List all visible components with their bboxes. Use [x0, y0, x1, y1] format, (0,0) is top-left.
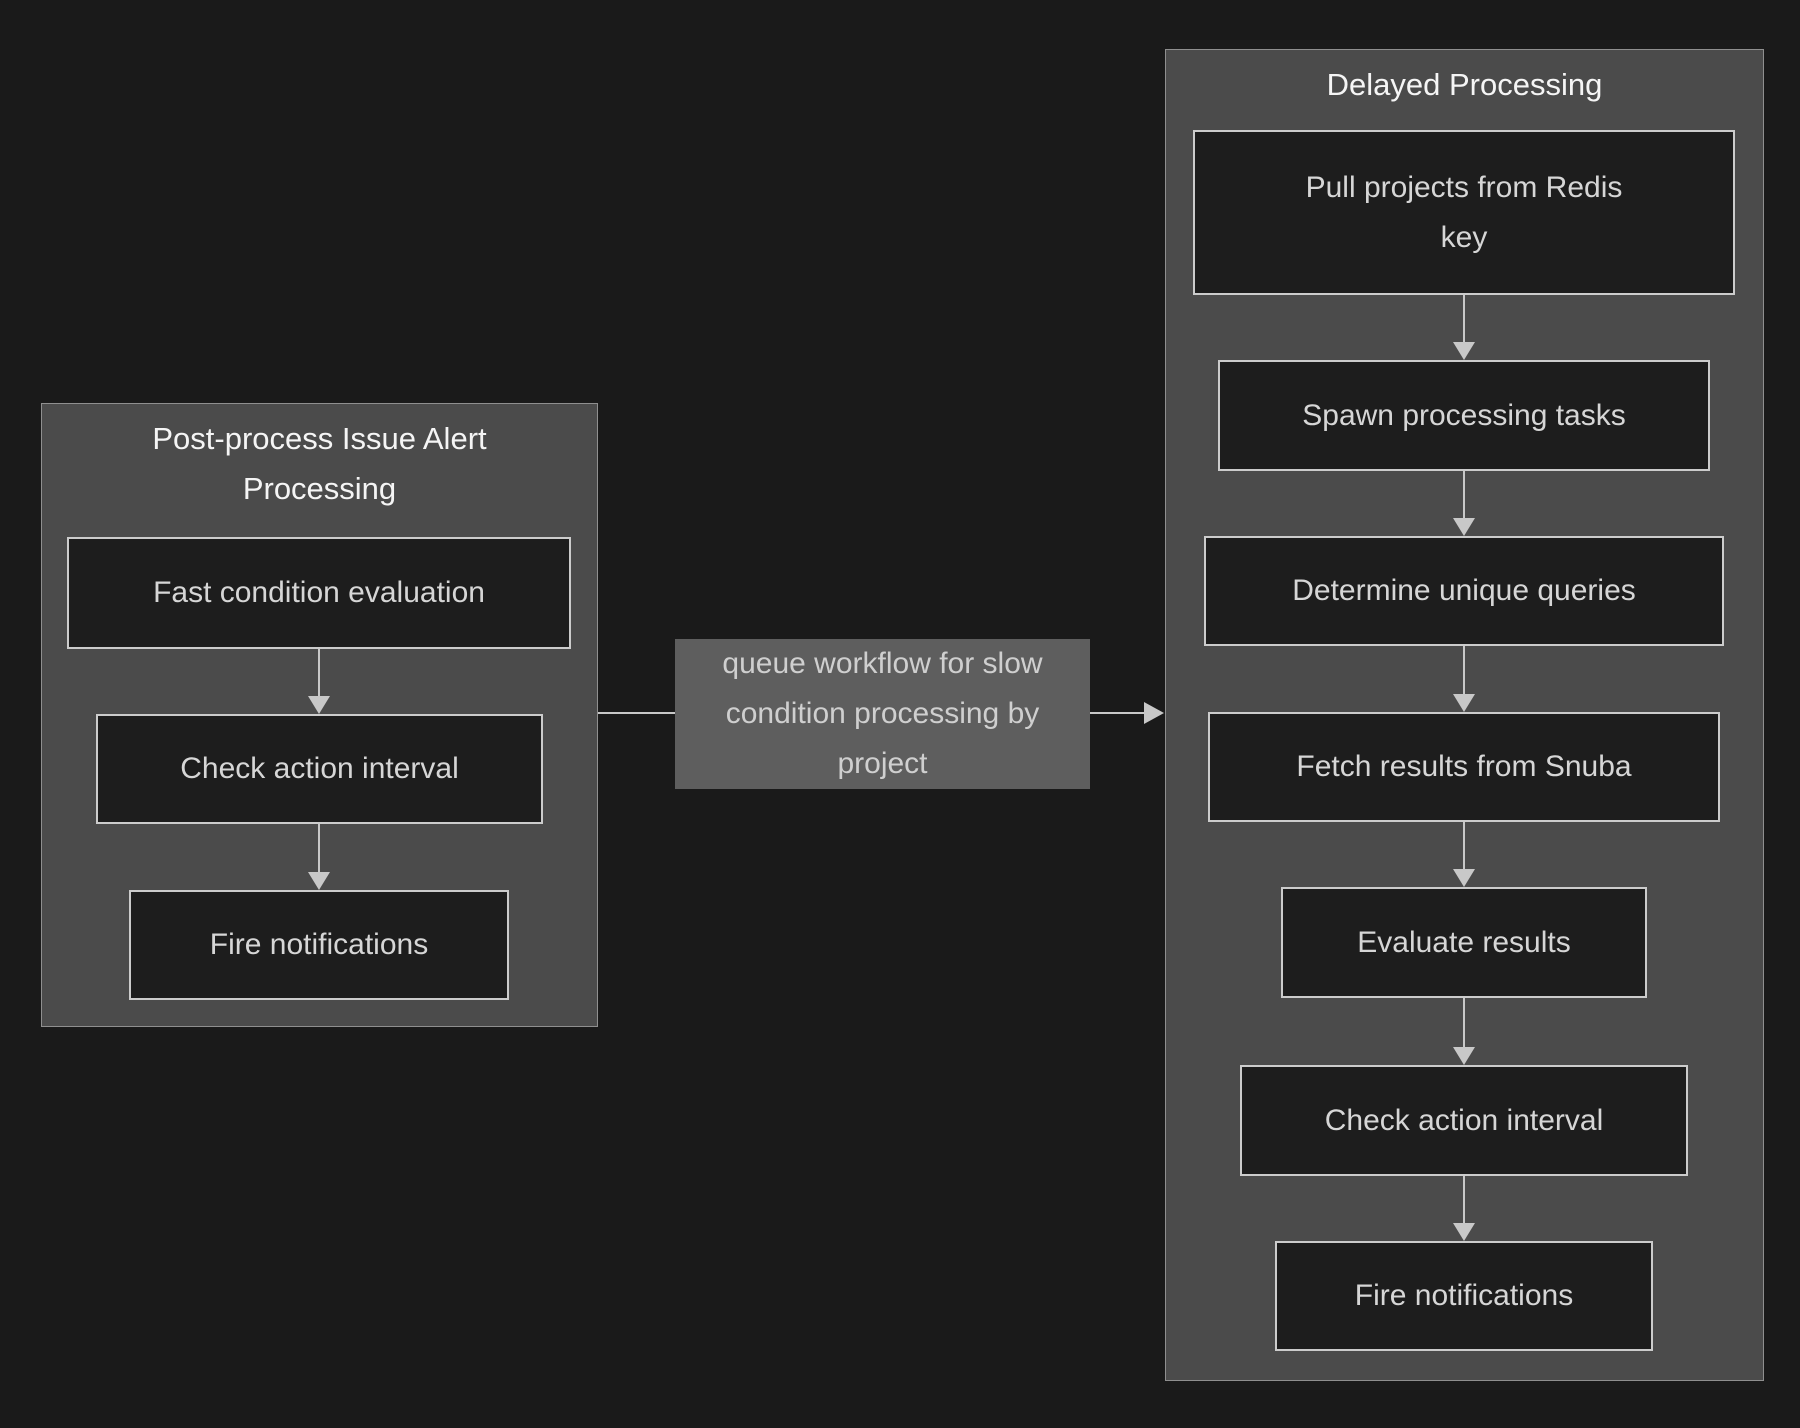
node-label: Determine unique queries	[1292, 574, 1636, 607]
edge-line	[1463, 822, 1465, 869]
cluster-title-delayed-processing: Delayed Processing	[1166, 60, 1763, 110]
edge-line	[1463, 295, 1465, 342]
arrowhead-down-icon	[1453, 342, 1475, 360]
arrowhead-down-icon	[1453, 694, 1475, 712]
edge-line	[1463, 1176, 1465, 1223]
node-label: Pull projects from Redis key	[1305, 170, 1623, 254]
arrowhead-down-icon	[1453, 1047, 1475, 1065]
arrowhead-down-icon	[308, 872, 330, 890]
node-label: Fire notifications	[209, 928, 429, 961]
arrowhead-down-icon	[1453, 518, 1475, 536]
node-label: Check action interval	[180, 752, 459, 785]
arrowhead-down-icon	[308, 696, 330, 714]
edge-label: queue workflow for slow condition proces…	[675, 639, 1090, 789]
arrowhead-down-icon	[1453, 869, 1475, 887]
node-fast-condition-evaluation: Fast condition evaluation	[67, 537, 571, 649]
cluster-title-post-process: Post-process Issue Alert Processing	[42, 414, 597, 514]
node-label: Fire notifications	[1354, 1279, 1574, 1312]
arrowhead-down-icon	[1453, 1223, 1475, 1241]
edge-line	[1463, 471, 1465, 518]
node-label: Fetch results from Snuba	[1296, 750, 1632, 783]
edge-line	[318, 649, 320, 696]
node-label: Fast condition evaluation	[153, 576, 485, 609]
node-label: Check action interval	[1324, 1103, 1604, 1137]
edge-label-text: queue workflow for slow condition proces…	[722, 647, 1043, 780]
node-fire-notifications-right: Fire notifications	[1275, 1241, 1653, 1351]
node-fire-notifications-left: Fire notifications	[129, 890, 509, 1000]
node-evaluate-results: Evaluate results	[1281, 887, 1647, 998]
cluster-title-text: Delayed Processing	[1326, 67, 1603, 102]
node-determine-unique-queries: Determine unique queries	[1204, 536, 1724, 646]
node-check-action-interval-left: Check action interval	[96, 714, 543, 824]
node-fetch-results-from-snuba: Fetch results from Snuba	[1208, 712, 1720, 822]
cluster-title-text: Post-process Issue Alert Processing	[152, 421, 487, 506]
node-label: Evaluate results	[1357, 925, 1571, 959]
edge-line	[318, 824, 320, 872]
edge-line	[1463, 998, 1465, 1047]
arrowhead-right-icon	[1144, 702, 1164, 724]
node-label: Spawn processing tasks	[1302, 398, 1626, 432]
node-check-action-interval-right: Check action interval	[1240, 1065, 1688, 1176]
node-pull-projects-from-redis-key: Pull projects from Redis key	[1193, 130, 1735, 295]
edge-line	[1463, 646, 1465, 694]
node-spawn-processing-tasks: Spawn processing tasks	[1218, 360, 1710, 471]
